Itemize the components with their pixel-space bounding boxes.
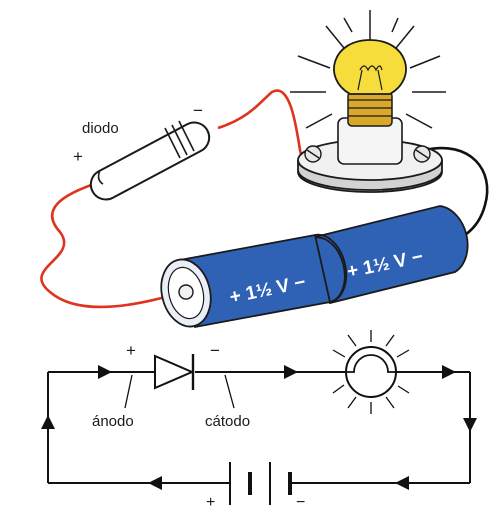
arrow-up-icon: [41, 415, 55, 429]
red-wire-lower: [40, 180, 184, 309]
schematic-wires: [47, 371, 471, 484]
arrow-right-icon: [98, 365, 112, 379]
battery-symbol: [229, 462, 292, 505]
arrow-down-icon: [463, 418, 477, 432]
cathode-sign: −: [210, 341, 220, 360]
battery-plus-sign: +: [206, 494, 215, 511]
cathode-label: cátodo: [205, 413, 250, 430]
battery-pack: [160, 205, 469, 329]
arrow-left-icon: [148, 476, 162, 490]
bulb-rays: [290, 10, 446, 129]
diode-label: diodo: [82, 120, 119, 137]
diode-symbol: [124, 354, 235, 409]
lamp-symbol: [332, 330, 410, 414]
anode-sign: +: [126, 341, 136, 360]
arrow-left-icon: [395, 476, 409, 490]
diode-minus-sign: −: [193, 101, 203, 120]
lamp-socket: [297, 117, 443, 193]
anode-label: ánodo: [92, 413, 134, 430]
battery-minus-sign: −: [296, 494, 305, 511]
current-arrows: [41, 365, 477, 490]
diode-plus-sign: +: [73, 147, 83, 166]
red-wire-upper: [217, 89, 313, 170]
arrow-right-icon: [284, 365, 298, 379]
arrow-right-icon: [442, 365, 456, 379]
diode-component: [89, 120, 211, 201]
light-bulb: [333, 39, 407, 127]
